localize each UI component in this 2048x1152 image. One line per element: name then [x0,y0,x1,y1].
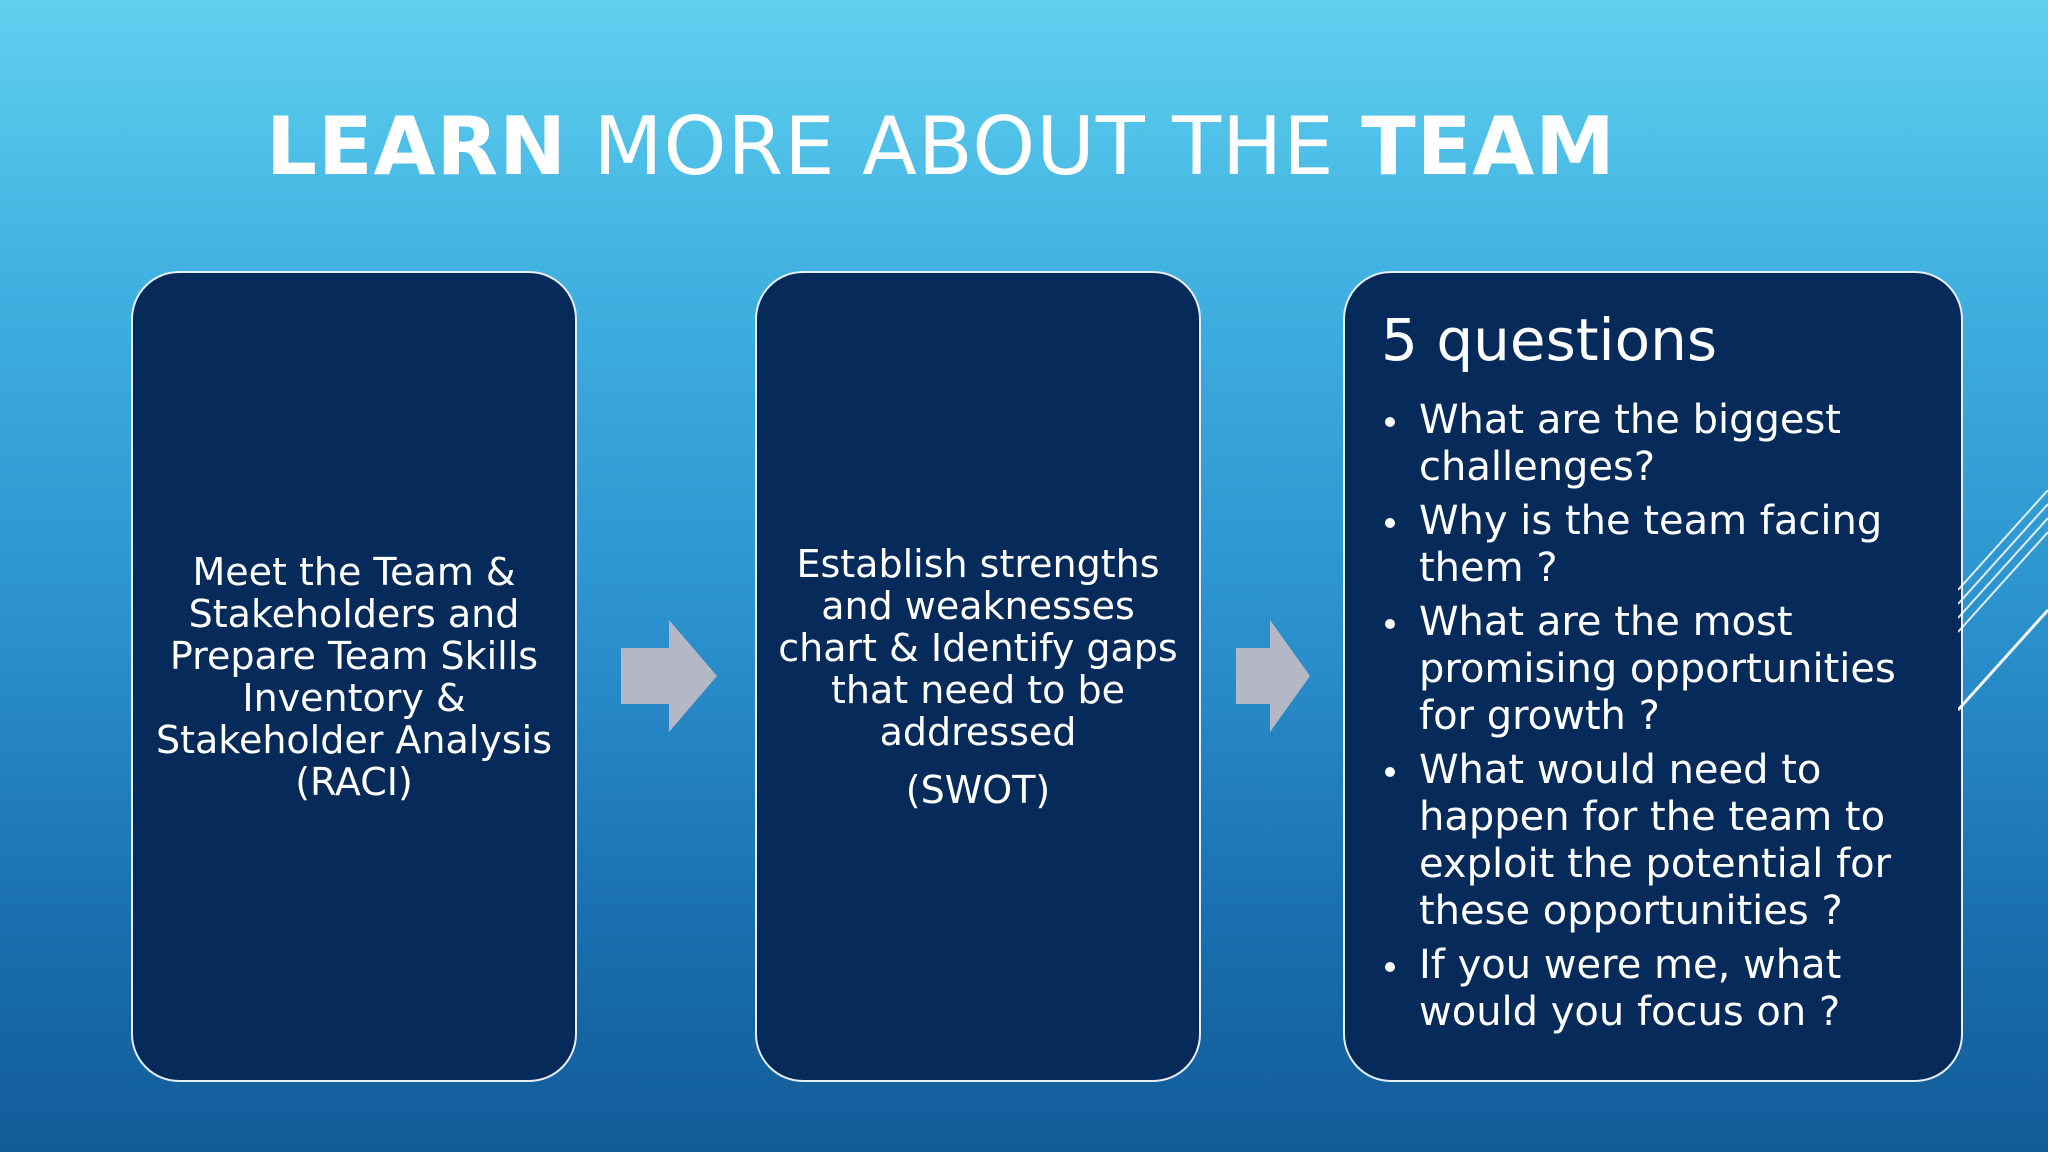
step-box-text-container: Meet the Team & Stakeholders and Prepare… [133,551,575,803]
question-item: If you were me, what would you focus on … [1381,942,1937,1036]
step-box-text: Establish strengths and weaknesses chart… [778,541,1178,754]
right-arrow-icon [1236,620,1310,732]
diagonal-lines-decoration [1958,490,2048,712]
slide-title: LEARN MORE ABOUT THE TEAM [266,100,1616,193]
questions-list: What are the biggest challenges? Why is … [1381,397,1937,1043]
question-item: What are the biggest challenges? [1381,397,1937,491]
title-team: TEAM [1361,100,1616,193]
right-arrow-icon [621,620,717,732]
step-box-text-container: Establish strengths and weaknesses chart… [757,543,1199,811]
step-box-subtext: (SWOT) [905,767,1051,812]
question-item: What would need to happen for the team t… [1381,747,1937,935]
title-more-about-the: MORE ABOUT THE [593,100,1335,193]
step-box-text: Meet the Team & Stakeholders and Prepare… [156,549,552,804]
questions-heading: 5 questions [1381,306,1718,374]
step-box-swot: Establish strengths and weaknesses chart… [755,271,1201,1082]
question-item: What are the most promising opportunitie… [1381,599,1937,740]
question-item: Why is the team facing them ? [1381,498,1937,592]
step-box-meet-team: Meet the Team & Stakeholders and Prepare… [131,271,577,1082]
questions-box: 5 questions What are the biggest challen… [1343,271,1963,1082]
title-learn: LEARN [266,100,568,193]
